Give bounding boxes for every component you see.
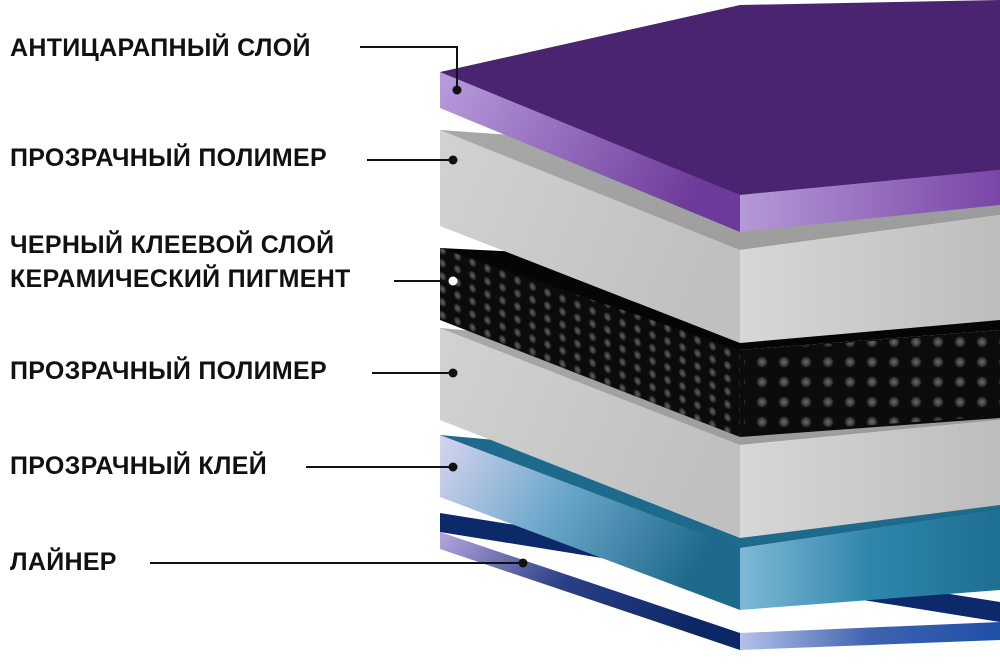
leader-anti-scratch (360, 46, 458, 88)
dot-black-adhesive (448, 276, 458, 286)
dot-anti-scratch (452, 85, 462, 95)
label-ceramic-pigment: КЕРАМИЧЕСКИЙ ПИГМЕНТ (10, 265, 351, 293)
label-anti-scratch: АНТИЦАРАПНЫЙ СЛОЙ (10, 34, 311, 62)
label-clear-polymer-top: ПРОЗРАЧНЫЙ ПОЛИМЕР (10, 144, 327, 172)
dot-polymer-top (448, 155, 458, 165)
label-black-adhesive: ЧЕРНЫЙ КЛЕЕВОЙ СЛОЙ (10, 231, 335, 259)
label-clear-polymer-bottom: ПРОЗРАЧНЫЙ ПОЛИМЕР (10, 357, 327, 385)
leader-dots (448, 85, 528, 568)
label-liner: ЛАЙНЕР (10, 548, 117, 576)
dot-liner (518, 558, 528, 568)
dot-clear-glue (448, 462, 458, 472)
layer-anti-scratch (440, 0, 1000, 232)
dot-polymer-bottom (448, 368, 458, 378)
label-clear-glue: ПРОЗРАЧНЫЙ КЛЕЙ (10, 452, 268, 480)
leader-lines (150, 46, 523, 564)
